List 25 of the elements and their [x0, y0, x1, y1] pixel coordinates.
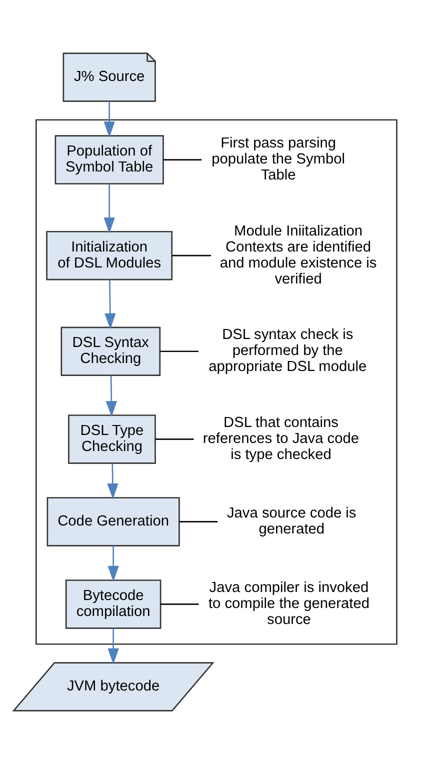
arrow [108, 546, 119, 582]
connector [156, 438, 194, 440]
connector [160, 350, 198, 352]
arrow [104, 101, 115, 138]
node-text: Module Iniitalization Contexts are identified and module existence is verified [220, 223, 377, 288]
connector [163, 159, 202, 160]
node-box: Population of Symbol Table [54, 135, 164, 184]
node-text: Java compiler is invoked to compile the generated source [208, 580, 370, 628]
arrow [107, 463, 118, 500]
node-box: Bytecode compilation [65, 580, 162, 629]
node-box: Initialization of DSL Modules [46, 230, 173, 280]
connector [180, 521, 218, 522]
node-text: Java source code is generated [227, 505, 356, 538]
node-box: DSL Syntax Checking [60, 326, 161, 376]
node-box: Code Generation [46, 497, 180, 546]
arrow [106, 376, 118, 418]
node-text: DSL that contains references to Java code is type checked [202, 414, 360, 463]
connector [160, 604, 199, 605]
arrow [104, 280, 116, 330]
node-text: DSL syntax check is performed by the appropriate DSL module [208, 327, 367, 376]
arrow [104, 184, 115, 234]
node-box: DSL Type Checking [68, 414, 156, 464]
node-text: First pass parsing populate the Symbol Table [212, 136, 345, 184]
arrow [108, 628, 119, 664]
connector [172, 254, 212, 256]
